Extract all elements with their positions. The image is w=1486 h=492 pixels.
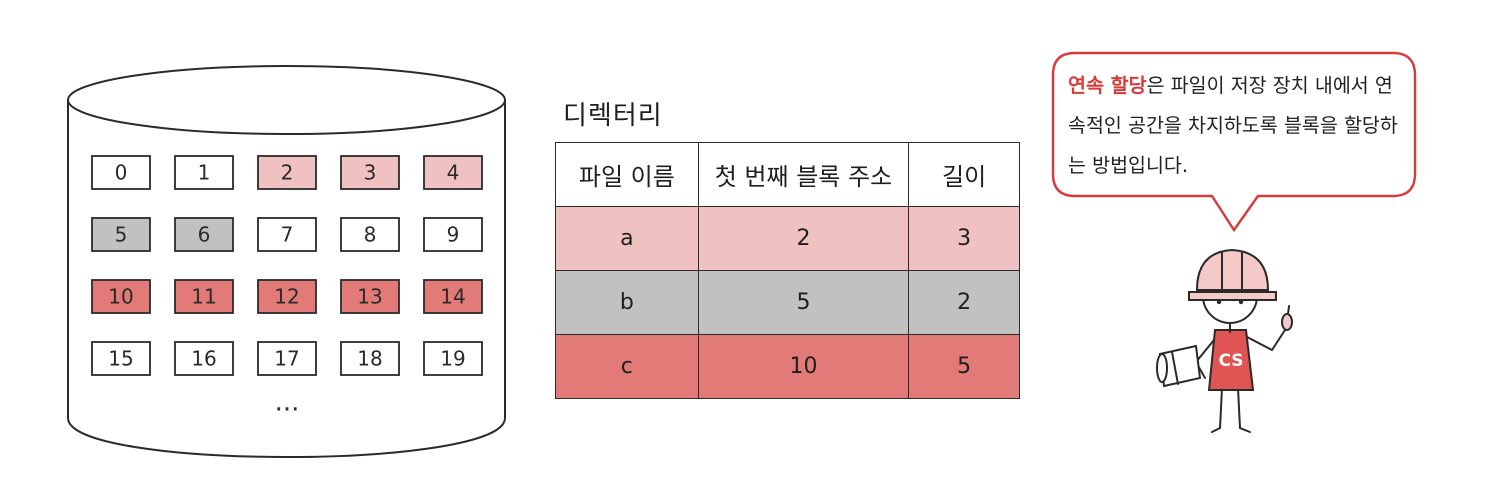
header-start-block: 첫 번째 블록 주소: [697, 142, 910, 207]
right-leg: [1237, 387, 1251, 433]
header-file-name: 파일 이름: [555, 142, 699, 207]
disk-block: [257, 279, 317, 314]
disk-block-label: 5: [115, 223, 128, 247]
disk-block-label: 10: [108, 285, 133, 309]
bubble-body: 은 파일이 저장 장치 내에서 연속적인 공간을 차지하도록 블록을 할당하는 …: [1068, 74, 1398, 177]
disk-block: [91, 217, 151, 252]
header-length: 길이: [908, 142, 1020, 207]
disk-block-label: 11: [191, 285, 216, 309]
disk-block-label: 6: [198, 223, 211, 247]
disk-block: [257, 217, 317, 252]
disk-block-label: 4: [447, 161, 460, 185]
disk-block: [340, 279, 400, 314]
helmet-icon: [1195, 248, 1270, 291]
pointing-hand: [1281, 313, 1293, 331]
cell-length: 2: [908, 270, 1020, 335]
disk-block: [340, 341, 400, 376]
directory-header-row: 파일 이름 첫 번째 블록 주소 길이: [555, 142, 1020, 207]
disk-block: [423, 217, 483, 252]
disk-block: [340, 155, 400, 190]
table-row: a 2 3: [555, 206, 1020, 271]
disk-block-label: 3: [364, 161, 377, 185]
directory-title: 디렉터리: [563, 101, 663, 131]
directory-table: 파일 이름 첫 번째 블록 주소 길이 a 2 3 b 5 2 c 10 5: [555, 142, 1020, 399]
disk-block-label: 13: [357, 285, 382, 309]
disk-block: [257, 155, 317, 190]
cell-length: 5: [908, 334, 1020, 399]
table-row: b 5 2: [555, 270, 1020, 335]
right-arm: [1246, 329, 1286, 352]
disk-block-label: 7: [281, 223, 294, 247]
cell-file-name: a: [555, 206, 699, 271]
cell-start-block: 10: [697, 334, 910, 399]
scroll-icon: [1156, 344, 1202, 388]
disk-block-label: 1: [198, 161, 211, 185]
cell-start-block: 5: [697, 270, 910, 335]
speech-bubble: [1051, 51, 1417, 233]
disk-block: [423, 279, 483, 314]
disk-block-label: 19: [440, 347, 465, 371]
disk-block-label: 9: [447, 223, 460, 247]
disk-block: [174, 217, 234, 252]
disk-block-label: 16: [191, 347, 216, 371]
disk-block-label: 17: [274, 347, 299, 371]
disk-block: [257, 341, 317, 376]
cell-file-name: b: [555, 270, 699, 335]
disk-block: [423, 155, 483, 190]
cell-length: 3: [908, 206, 1020, 271]
shirt-label: CS: [1218, 351, 1243, 371]
shirt: [1207, 329, 1255, 391]
bubble-text: 연속 할당은 파일이 저장 장치 내에서 연속적인 공간을 차지하도록 블록을 …: [1068, 66, 1403, 186]
cell-start-block: 2: [697, 206, 910, 271]
disk-block-label: 18: [357, 347, 382, 371]
disk-block: [340, 217, 400, 252]
bubble-highlight: 연속 할당: [1068, 74, 1147, 97]
disk-block: [423, 341, 483, 376]
cs-character: [1156, 248, 1293, 433]
disk-block-label: 0: [115, 161, 128, 185]
disk-block: [174, 341, 234, 376]
left-leg: [1211, 387, 1223, 433]
disk-block: [91, 279, 151, 314]
disk-block-label: 12: [274, 285, 299, 309]
disk-block-label: 2: [281, 161, 294, 185]
disk-block-label: 8: [364, 223, 377, 247]
disk-block: [174, 279, 234, 314]
disk-block: [91, 155, 151, 190]
disk-block-label: 15: [108, 347, 133, 371]
cell-file-name: c: [555, 334, 699, 399]
disk-block: [174, 155, 234, 190]
disk-block: [91, 341, 151, 376]
table-row: c 10 5: [555, 334, 1020, 399]
disk-more-ellipsis: ···: [275, 395, 300, 425]
disk-block-label: 14: [440, 285, 465, 309]
